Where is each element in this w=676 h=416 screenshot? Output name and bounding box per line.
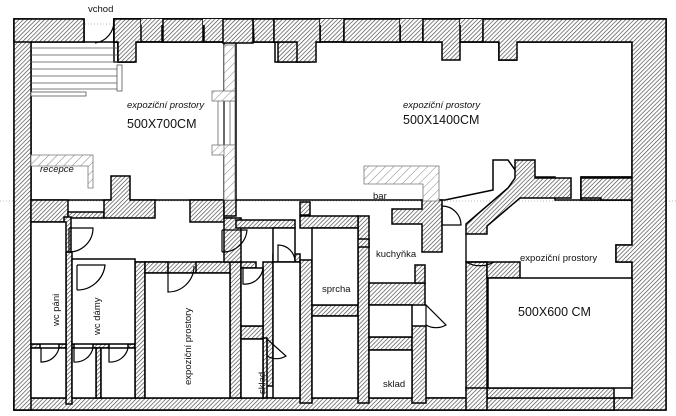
door-kitchen [425, 303, 447, 329]
hall1-size: 500X700CM [127, 117, 197, 131]
wc-men-label: wc páni [51, 294, 62, 327]
diagonal-walls [299, 159, 633, 253]
entrance-door[interactable] [83, 19, 115, 44]
partition-bottom [223, 144, 236, 201]
wc-women-label: wc dámy [92, 297, 103, 336]
hall3-size: 500X600 CM [518, 305, 591, 319]
storage1-label: sklad [257, 372, 268, 394]
door-corridor [221, 229, 248, 253]
hall4-name: expoziční prostory [183, 308, 194, 385]
bar-counter [363, 165, 440, 202]
bar-label: bar [373, 191, 387, 202]
storage2-label: sklad [383, 379, 405, 390]
door-stall-1 [40, 347, 60, 363]
staircase[interactable] [30, 47, 123, 97]
door-wc-women [76, 264, 106, 291]
hall2-name: expoziční prostory [403, 100, 481, 111]
reception-label: recepce [40, 164, 74, 175]
door-bar-1 [441, 205, 462, 226]
doors[interactable] [40, 205, 495, 363]
door-small-2 [277, 244, 296, 263]
partition-window [217, 101, 236, 145]
door-hall3 [465, 234, 495, 267]
kitchen-label: kuchyňka [376, 249, 417, 260]
door-small-1 [242, 267, 264, 285]
light-partitions [30, 44, 440, 202]
door-storage1 [266, 337, 287, 360]
entrance-label: vchod [88, 4, 113, 15]
door-wc-men [68, 227, 94, 253]
door-hall4 [167, 265, 195, 293]
lower-walls [13, 18, 615, 411]
labels: vchod expoziční prostory 500X700CM expoz… [40, 4, 597, 394]
door-stall-3 [108, 347, 129, 363]
door-stall-2 [73, 347, 94, 363]
reception-counter [30, 154, 94, 189]
hall2-size: 500X1400CM [403, 113, 479, 127]
hall3-name: expoziční prostory [520, 253, 597, 264]
shower-label: sprcha [322, 284, 351, 295]
lower-room-interiors [30, 221, 633, 399]
hall1-name: expoziční prostory [127, 100, 205, 111]
